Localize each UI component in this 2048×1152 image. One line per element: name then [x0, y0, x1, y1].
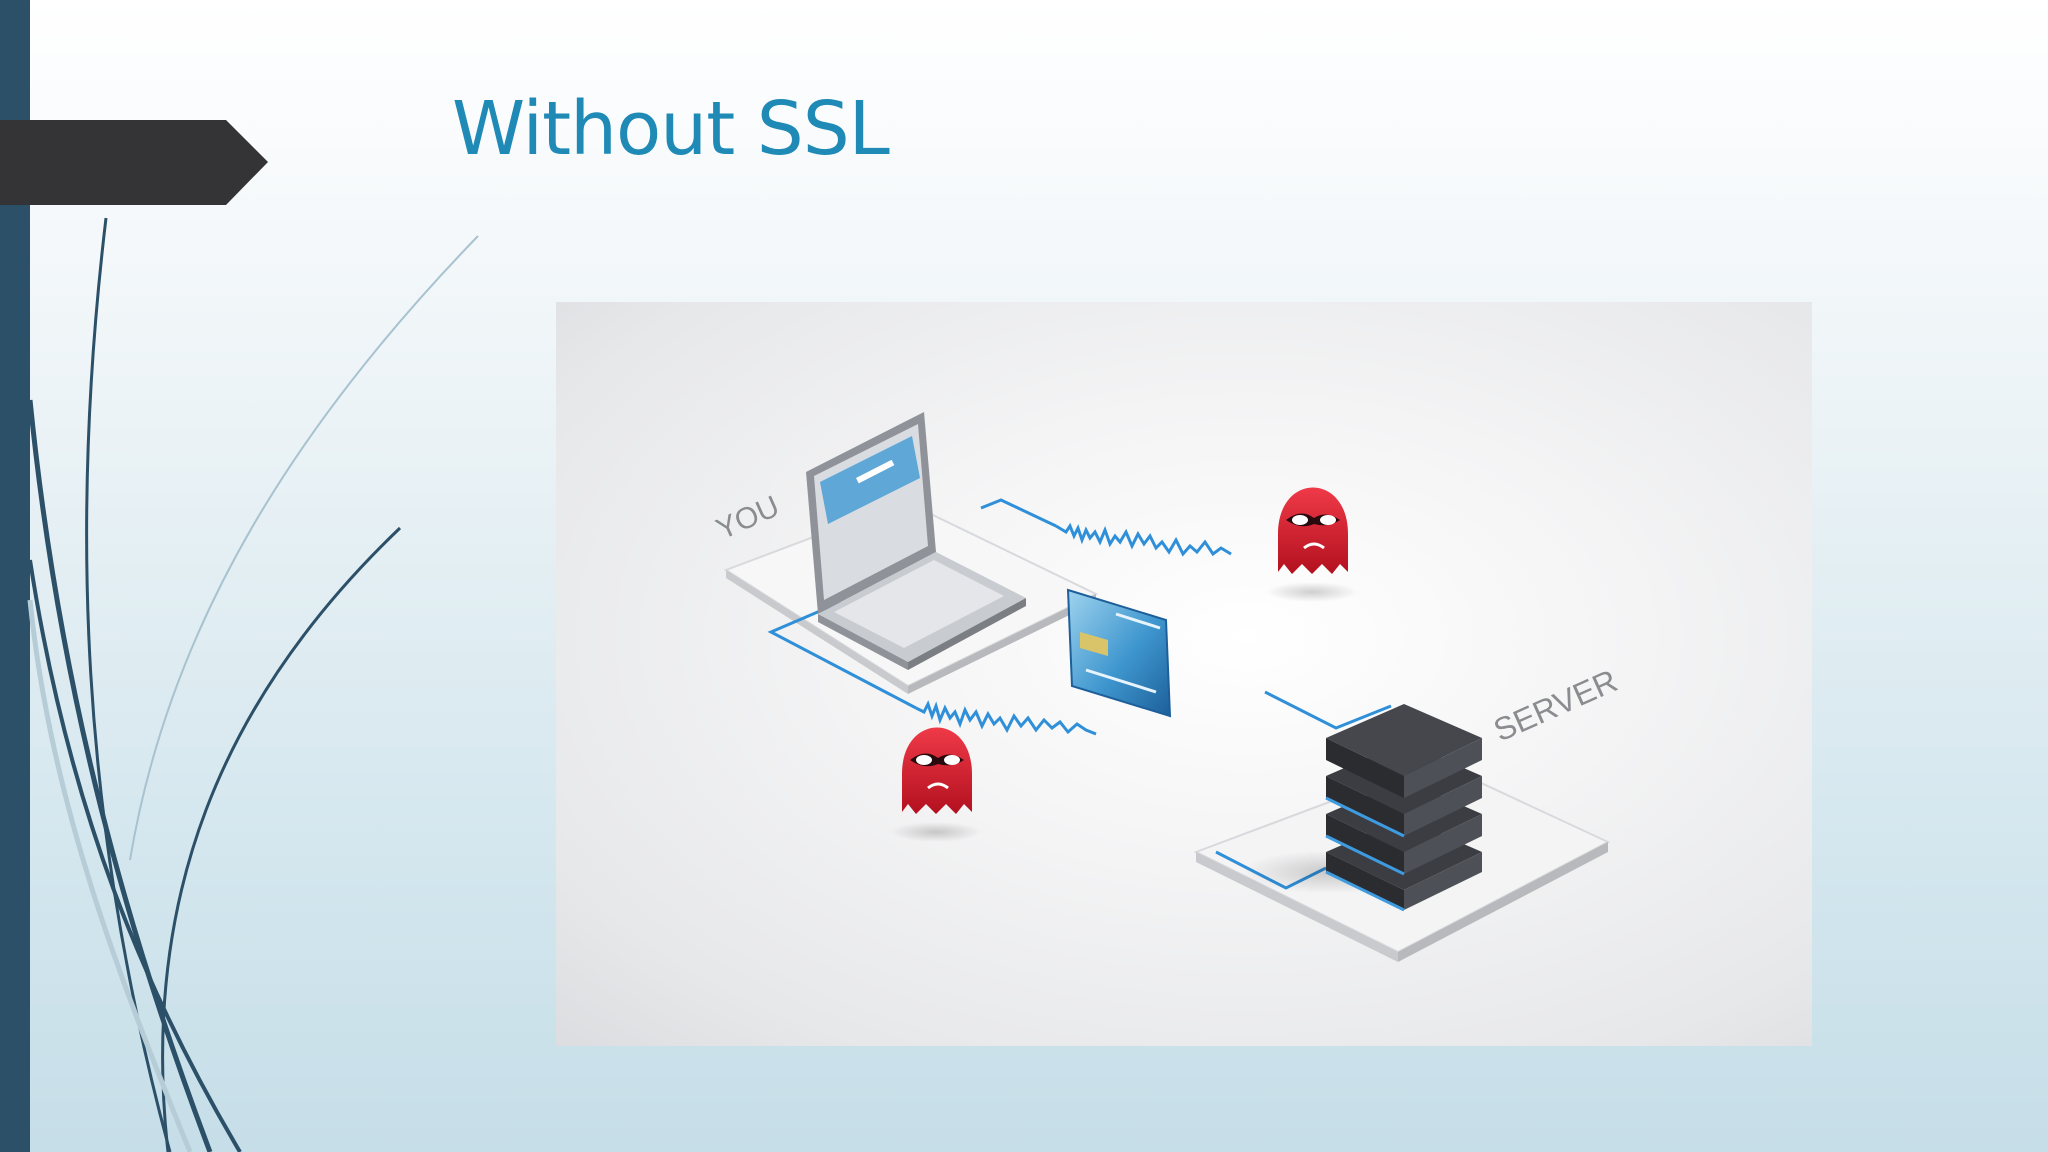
network-wires	[767, 498, 1392, 890]
arrow-tab	[0, 120, 268, 205]
ssl-illustration: YOU SERVER	[556, 302, 1812, 1046]
hacker-ghost-icon	[1266, 487, 1358, 602]
server-icon	[1241, 704, 1482, 912]
laptop-icon	[806, 412, 1026, 670]
credit-card-icon	[1066, 588, 1172, 718]
client-label: YOU	[711, 490, 784, 547]
slide-title: Without SSL	[452, 86, 890, 172]
hacker-ghost-icon	[890, 727, 982, 842]
server-label: SERVER	[1488, 662, 1622, 748]
